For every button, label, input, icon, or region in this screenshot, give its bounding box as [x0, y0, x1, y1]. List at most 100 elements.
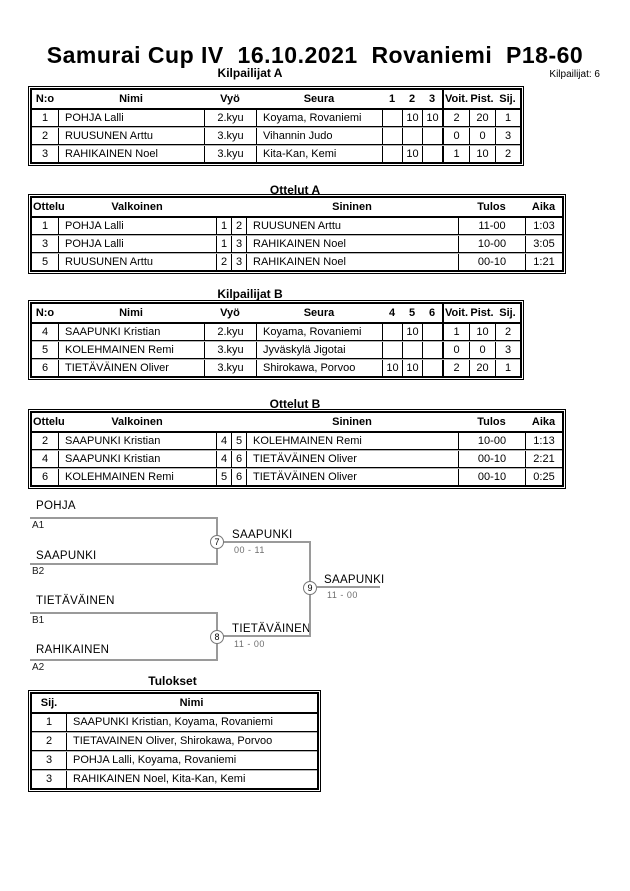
- cell-blue: TIETÄVÄINEN Oliver: [246, 451, 458, 467]
- table-row: 1 POHJA Lalli 2.kyu Koyama, Rovaniemi 10…: [32, 110, 520, 127]
- table-header-row: Ottelu Valkoinen Sininen Tulos Aika: [32, 413, 562, 433]
- cell-belt: 2.kyu: [204, 324, 256, 340]
- bracket-entry-name: TIETÄVÄINEN: [36, 595, 115, 607]
- col-header-spacer: [216, 413, 231, 431]
- cell-name: KOLEHMAINEN Remi: [58, 342, 204, 358]
- col-header-club: Seura: [303, 93, 335, 105]
- col-header-spacer: [216, 198, 231, 216]
- cell-blue-no: 6: [231, 469, 246, 485]
- cell-place: 1: [495, 110, 520, 126]
- cell-blue: RAHIKAINEN Noel: [246, 254, 458, 270]
- matches-b-table: Ottelu Valkoinen Sininen Tulos Aika 2 SA…: [28, 409, 566, 489]
- cell-white: POHJA Lalli: [58, 218, 216, 234]
- cell-no: 1: [41, 112, 49, 124]
- bracket-entry-seed: B2: [32, 566, 45, 577]
- cell-white-no: 4: [216, 433, 231, 449]
- table-header-row: N:o Nimi Vyö Seura 1 2 3 Voit. Pist. Sij…: [32, 90, 520, 110]
- cell-belt: 3.kyu: [204, 342, 256, 358]
- cell-white-no: 2: [216, 254, 231, 270]
- cell-wins: 2: [442, 360, 469, 376]
- cell-time: 2:21: [525, 451, 562, 467]
- col-header-m2: 2: [408, 93, 416, 105]
- cell-score2: [402, 128, 422, 144]
- col-header-points: Pist.: [470, 93, 494, 105]
- cell-place: 2: [45, 735, 53, 747]
- bracket-match-score: 11 - 00: [234, 639, 265, 649]
- cell-place: 3: [45, 754, 53, 766]
- cell-match-no: 2: [41, 435, 49, 447]
- cell-white-no: 1: [216, 218, 231, 234]
- cell-blue-no: 3: [231, 236, 246, 252]
- cell-blue: TIETÄVÄINEN Oliver: [246, 469, 458, 485]
- cell-points: 10: [469, 324, 495, 340]
- table-row: 5 KOLEHMAINEN Remi 3.kyu Jyväskylä Jigot…: [32, 341, 520, 359]
- col-header-place: Sij.: [499, 307, 516, 319]
- cell-match-no: 4: [41, 453, 49, 465]
- cell-belt: 3.kyu: [204, 128, 256, 144]
- section-title-matches-b: Ottelut B: [269, 397, 321, 411]
- cell-blue: RAHIKAINEN Noel: [246, 236, 458, 252]
- bracket-line: [30, 563, 218, 565]
- cell-match-no: 3: [41, 238, 49, 250]
- cell-white: RUUSUNEN Arttu: [58, 254, 216, 270]
- bracket-match-number: 8: [210, 630, 224, 644]
- bracket-line: [223, 541, 310, 543]
- col-header-white: Valkoinen: [111, 201, 163, 213]
- cell-result: 10-00: [458, 433, 525, 449]
- col-header-belt: Vyö: [220, 93, 240, 105]
- cell-score2: 10: [402, 324, 422, 340]
- cell-time: 1:13: [525, 433, 562, 449]
- cell-result: 00-10: [458, 451, 525, 467]
- bracket-entry-name: POHJA: [36, 500, 76, 512]
- cell-white-no: 1: [216, 236, 231, 252]
- cell-no: 5: [41, 344, 49, 356]
- competitors-b-table: N:o Nimi Vyö Seura 4 5 6 Voit. Pist. Sij…: [28, 300, 524, 380]
- col-header-result: Tulos: [477, 201, 506, 213]
- bracket-match-score: 00 - 11: [234, 545, 265, 555]
- cell-club: Kita-Kan, Kemi: [256, 146, 382, 162]
- col-header-m1: 1: [388, 93, 396, 105]
- cell-white-no: 4: [216, 451, 231, 467]
- cell-blue-no: 2: [231, 218, 246, 234]
- table-row: 1 POHJA Lalli 1 2 RUUSUNEN Arttu 11-00 1…: [32, 218, 562, 235]
- cell-points: 0: [469, 342, 495, 358]
- cell-time: 1:03: [525, 218, 562, 234]
- cell-points: 20: [469, 360, 495, 376]
- cell-result: 00-10: [458, 254, 525, 270]
- cell-blue-no: 3: [231, 254, 246, 270]
- competitors-a-table: N:o Nimi Vyö Seura 1 2 3 Voit. Pist. Sij…: [28, 86, 524, 166]
- bracket-line: [30, 517, 218, 519]
- bracket-line: [30, 659, 218, 661]
- cell-club: Koyama, Rovaniemi: [256, 110, 382, 126]
- col-header-match: Ottelu: [33, 416, 65, 428]
- cell-blue: KOLEHMAINEN Remi: [246, 433, 458, 449]
- cell-time: 0:25: [525, 469, 562, 485]
- col-header-blue: Sininen: [332, 201, 372, 213]
- cell-place: 3: [45, 773, 53, 785]
- cell-result: 00-10: [458, 469, 525, 485]
- cell-blue: RUUSUNEN Arttu: [246, 218, 458, 234]
- table-row: 3 RAHIKAINEN Noel, Kita-Kan, Kemi: [32, 770, 317, 788]
- table-header-row: Sij. Nimi: [32, 694, 317, 714]
- cell-name: POHJA Lalli: [58, 110, 204, 126]
- cell-match-no: 1: [41, 220, 49, 232]
- cell-place: 1: [45, 716, 53, 728]
- cell-score3: [422, 146, 442, 162]
- bracket-line: [317, 586, 380, 588]
- col-header-belt: Vyö: [220, 307, 240, 319]
- cell-score2: 10: [402, 110, 422, 126]
- cell-wins: 1: [442, 324, 469, 340]
- cell-place: 2: [495, 146, 520, 162]
- bracket-entry-seed: A1: [32, 520, 45, 531]
- col-header-m4: 4: [388, 307, 396, 319]
- bracket-winner-name: SAAPUNKI: [324, 574, 385, 586]
- bracket-entry-seed: B1: [32, 615, 45, 626]
- cell-name: POHJA Lalli, Koyama, Rovaniemi: [66, 752, 317, 769]
- table-row: 5 RUUSUNEN Arttu 2 3 RAHIKAINEN Noel 00-…: [32, 253, 562, 270]
- table-row: 3 POHJA Lalli, Koyama, Rovaniemi: [32, 751, 317, 770]
- cell-name: TIETÄVÄINEN Oliver: [58, 360, 204, 376]
- table-row: 6 TIETÄVÄINEN Oliver 3.kyu Shirokawa, Po…: [32, 359, 520, 376]
- table-header-row: Ottelu Valkoinen Sininen Tulos Aika: [32, 198, 562, 218]
- cell-blue-no: 6: [231, 451, 246, 467]
- cell-no: 4: [41, 326, 49, 338]
